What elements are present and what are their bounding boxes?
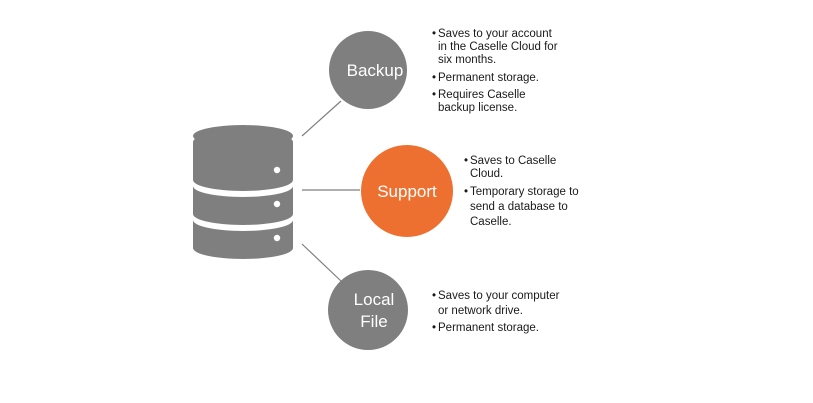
database-disk-2-led xyxy=(273,200,281,208)
bullet-dot: • xyxy=(432,290,436,302)
bullet-line: six months. xyxy=(438,54,496,66)
bullet-line: backup license. xyxy=(438,102,517,114)
node-local-file: Local File xyxy=(328,270,408,350)
bullet-line: in the Caselle Cloud for xyxy=(438,41,558,53)
bullet-dot: • xyxy=(432,28,436,40)
node-local-file-circle xyxy=(328,270,408,350)
bullets-backup: • Saves to your account in the Caselle C… xyxy=(432,28,558,114)
node-support: Support xyxy=(361,145,453,237)
bullet-line: Saves to your computer xyxy=(438,290,560,302)
database-disk-1-led xyxy=(273,166,281,174)
connector-backup xyxy=(301,100,342,137)
bullet-dot: • xyxy=(432,89,436,101)
bullet-line: Cloud. xyxy=(470,168,503,180)
node-support-label: Support xyxy=(377,182,437,201)
bullet-dot: • xyxy=(464,186,468,198)
node-local-file-label-line-2: File xyxy=(360,312,387,331)
bullet-dot: • xyxy=(432,72,436,84)
bullet-line: send a database to xyxy=(470,201,568,213)
database-icon xyxy=(193,125,293,259)
bullet-dot: • xyxy=(432,322,436,334)
database-disk-1 xyxy=(193,131,293,191)
connector-local-file xyxy=(301,243,342,282)
bullet-line: Saves to Caselle xyxy=(470,155,556,167)
database-disk-3 xyxy=(193,220,293,259)
node-local-file-label-line-1: Local xyxy=(354,290,395,309)
database-top xyxy=(193,125,293,147)
bullet-dot: • xyxy=(464,155,468,167)
bullet-line: Saves to your account xyxy=(438,28,553,40)
bullets-local-file: • Saves to your computer or network driv… xyxy=(432,290,560,334)
bullet-line: Permanent storage. xyxy=(438,322,539,334)
bullet-line: Temporary storage to xyxy=(470,186,579,198)
node-backup-label: Backup xyxy=(347,61,404,80)
bullet-line: Caselle. xyxy=(470,216,512,228)
bullets-support: • Saves to Caselle Cloud. • Temporary st… xyxy=(464,155,579,228)
bullet-line: Permanent storage. xyxy=(438,72,539,84)
node-backup-circle xyxy=(329,31,407,109)
database-disk-2 xyxy=(193,186,293,225)
database-disk-3-led xyxy=(273,234,281,242)
bullet-line: Requires Caselle xyxy=(438,89,526,101)
node-backup: Backup xyxy=(329,31,407,109)
bullet-line: or network drive. xyxy=(438,305,523,317)
node-support-circle xyxy=(361,145,453,237)
